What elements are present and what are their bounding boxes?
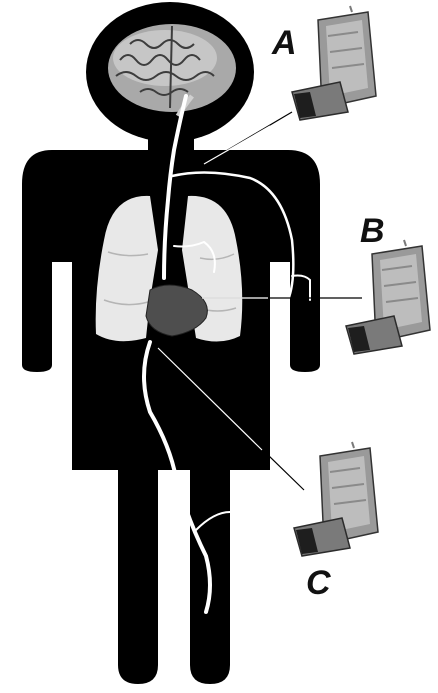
- inhaler-icon: [346, 240, 430, 354]
- torso-and-arms: [22, 150, 320, 684]
- inhaler-icon: [292, 6, 376, 120]
- label-c: C: [306, 566, 331, 600]
- label-a: A: [272, 26, 297, 60]
- label-b: B: [360, 214, 385, 248]
- inhaler-icon: [294, 442, 378, 556]
